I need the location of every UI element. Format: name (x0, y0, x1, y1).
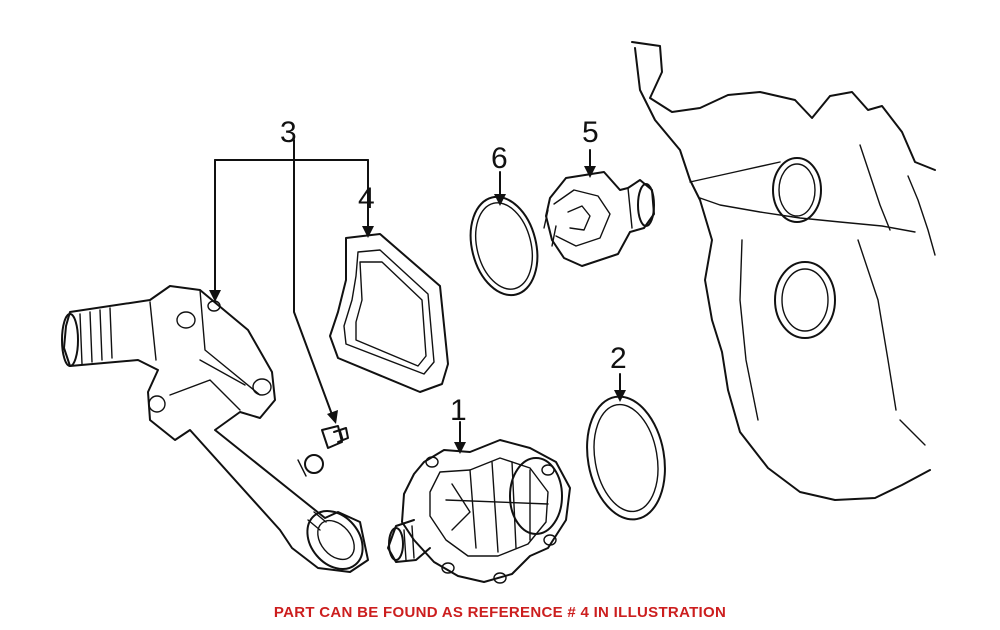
callout-2-label: 2 (610, 342, 627, 375)
thermostat (543, 149, 655, 267)
callout-5-label: 5 (582, 116, 599, 149)
reference-note: PART CAN BE FOUND AS REFERENCE # 4 IN IL… (273, 604, 727, 621)
callout-3-label: 3 (280, 116, 297, 149)
callout-4-label: 4 (358, 182, 375, 215)
thermostat-housing (61, 285, 369, 573)
callout-1-label: 1 (450, 394, 467, 427)
water-pump (387, 421, 571, 584)
engine-block-cover (631, 41, 936, 501)
housing-bolt (321, 425, 349, 449)
thermostat-housing-gasket (329, 233, 449, 393)
water-pump-gasket (586, 373, 666, 521)
callout-3-leader (209, 139, 374, 424)
thermostat-o-ring (469, 171, 539, 297)
callout-6-label: 6 (491, 142, 508, 175)
